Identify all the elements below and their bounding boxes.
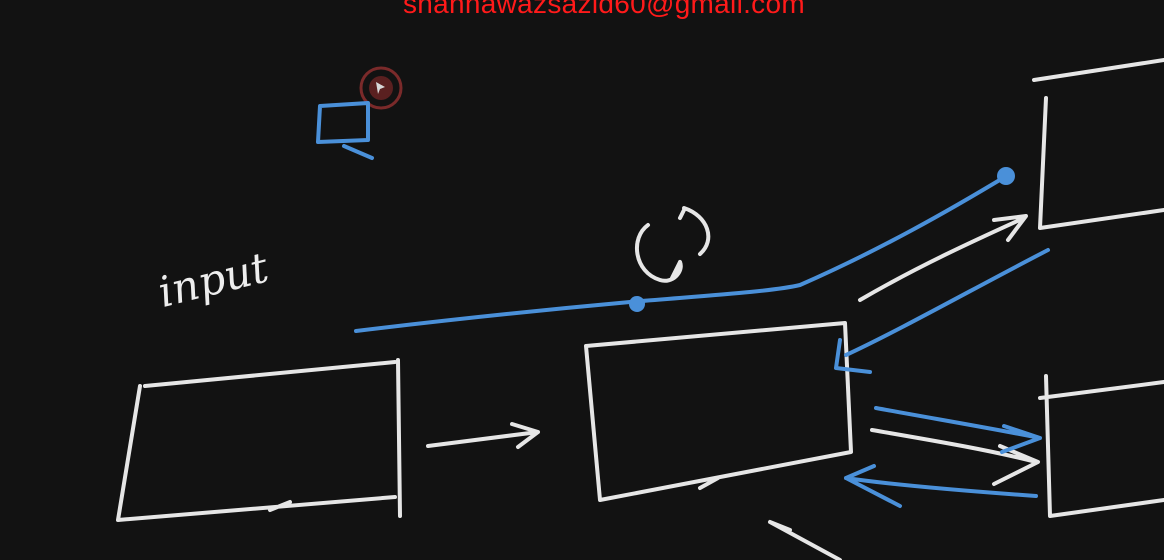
cursor-pointer-icon <box>359 66 403 110</box>
partial-bottom-arrow <box>768 520 842 560</box>
arrow-to-top-box <box>858 214 1028 302</box>
arrow-input-to-node <box>426 422 540 449</box>
blue-backward-arrow-bottom <box>844 464 1038 508</box>
small-blue-box <box>316 101 374 160</box>
blue-dot-middle <box>629 296 645 312</box>
email-watermark: shahnawazsazid60@gmail.com <box>403 0 805 19</box>
input-box <box>116 358 402 522</box>
arrow-to-bottom-box <box>870 428 1040 486</box>
self-loop-arrow <box>634 206 711 283</box>
blue-dot-top-right <box>997 167 1015 185</box>
blue-backward-arrow-top <box>834 248 1050 374</box>
blue-forward-line <box>354 173 1010 333</box>
middle-box <box>584 321 853 502</box>
top-right-box <box>1032 58 1164 230</box>
bottom-right-box <box>1038 374 1164 518</box>
blue-forward-arrow-bottom <box>874 406 1042 454</box>
